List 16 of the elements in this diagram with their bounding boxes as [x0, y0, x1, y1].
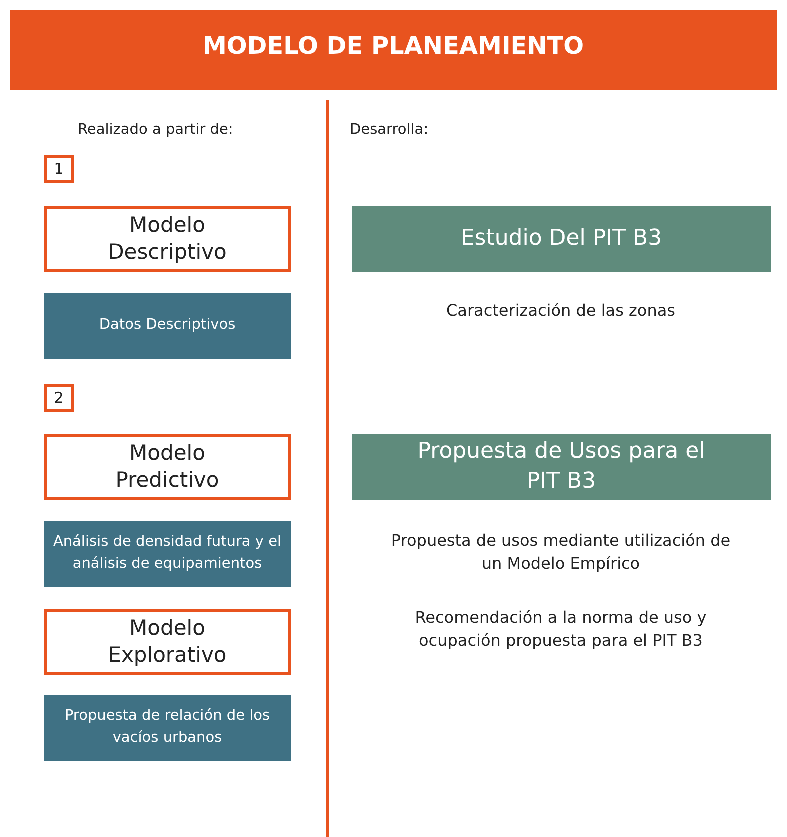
data-box: Datos Descriptivos — [44, 293, 291, 359]
description-text: Caracterización de las zonas — [446, 300, 676, 322]
title: MODELO DE PLANEAMIENTO — [202, 32, 586, 60]
output-box: Propuesta de Usos para el PIT B3 — [352, 434, 771, 500]
data-box: Análisis de densidad futura y el análisis de equipamientos — [44, 521, 291, 587]
model-box: Modelo Predictivo — [44, 434, 291, 500]
section-heading: Desarrolla: — [350, 121, 430, 140]
description-text: Propuesta de usos mediante utilización de un Modelo Empírico — [390, 530, 732, 576]
data-box: Propuesta de relación de los vacíos urbanos — [44, 695, 291, 761]
model-box: Modelo Explorativo — [44, 609, 291, 675]
description-text: Recomendación a la norma de uso y ocupación propuesta para el PIT B3 — [414, 607, 708, 652]
model-box: Modelo Descriptivo — [44, 206, 291, 272]
step-number: 1 — [44, 155, 74, 183]
section-heading: Realizado a partir de: — [78, 121, 234, 140]
step-number: 2 — [44, 384, 74, 412]
output-box: Estudio Del PIT B3 — [352, 206, 771, 272]
